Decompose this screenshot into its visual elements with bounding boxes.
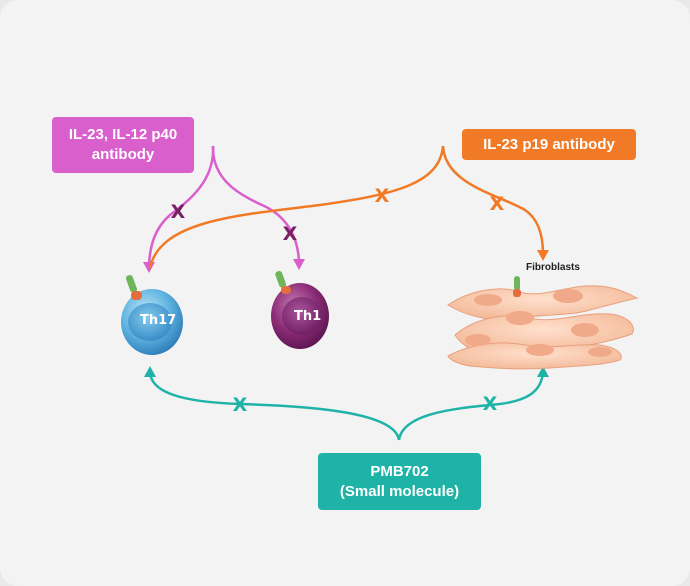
arrowhead-fibroblasts-pmb	[537, 366, 549, 377]
pmb-label-line1: PMB702	[370, 462, 429, 480]
p40-arrow-to-th17	[147, 145, 215, 266]
arrowhead-th1	[293, 259, 305, 270]
receptor-icon	[125, 275, 142, 300]
pmb-arrows	[148, 372, 545, 441]
p19-arrow-to-th17	[148, 145, 445, 269]
p19-arrowheads	[537, 250, 549, 261]
fibroblasts-cluster	[447, 276, 639, 370]
block-mark-p19-fibroblasts: X	[490, 193, 505, 215]
th17-label: Th17	[140, 313, 177, 328]
receptor-icon	[513, 276, 521, 297]
block-mark-p19-th17: X	[375, 185, 390, 207]
pmb702-label: PMB702 (Small molecule)	[318, 453, 481, 510]
block-mark-p40-th1: X	[283, 223, 298, 245]
pmb-arrowheads	[144, 366, 549, 377]
block-mark-p40-th17: X	[171, 201, 186, 223]
block-mark-pmb-th17: X	[233, 394, 248, 416]
p40-label-line1: IL-23, IL-12 p40	[68, 126, 178, 143]
th17-cell	[121, 275, 183, 355]
fibroblasts-label: Fibroblasts	[526, 262, 580, 273]
p40-label-line2: antibody	[91, 146, 155, 163]
arrowhead-fibroblasts-p19	[537, 250, 549, 261]
th1-label: Th1	[294, 309, 322, 324]
p19-label-text: IL-23 p19 antibody	[483, 135, 615, 153]
p19-arrow-to-fibroblasts	[441, 145, 545, 255]
arrowhead-th17-pmb	[144, 366, 156, 377]
il23-p19-antibody-label: IL-23 p19 antibody	[462, 129, 636, 160]
pmb-label-line2: (Small molecule)	[339, 482, 460, 500]
p19-arrows	[148, 145, 545, 269]
p40-arrows	[147, 145, 301, 266]
th1-cell	[271, 270, 329, 349]
receptor-icon	[275, 270, 291, 294]
p40-arrow-to-th1	[211, 145, 301, 263]
pmb-arrow-to-th17	[148, 372, 401, 441]
pmb-arrow-to-fibroblasts	[397, 372, 545, 441]
p40-arrowheads	[143, 259, 305, 273]
block-mark-pmb-fibroblasts: X	[483, 393, 498, 415]
il23-il12-p40-antibody-label: IL-23, IL-12 p40 antibody	[52, 117, 194, 173]
